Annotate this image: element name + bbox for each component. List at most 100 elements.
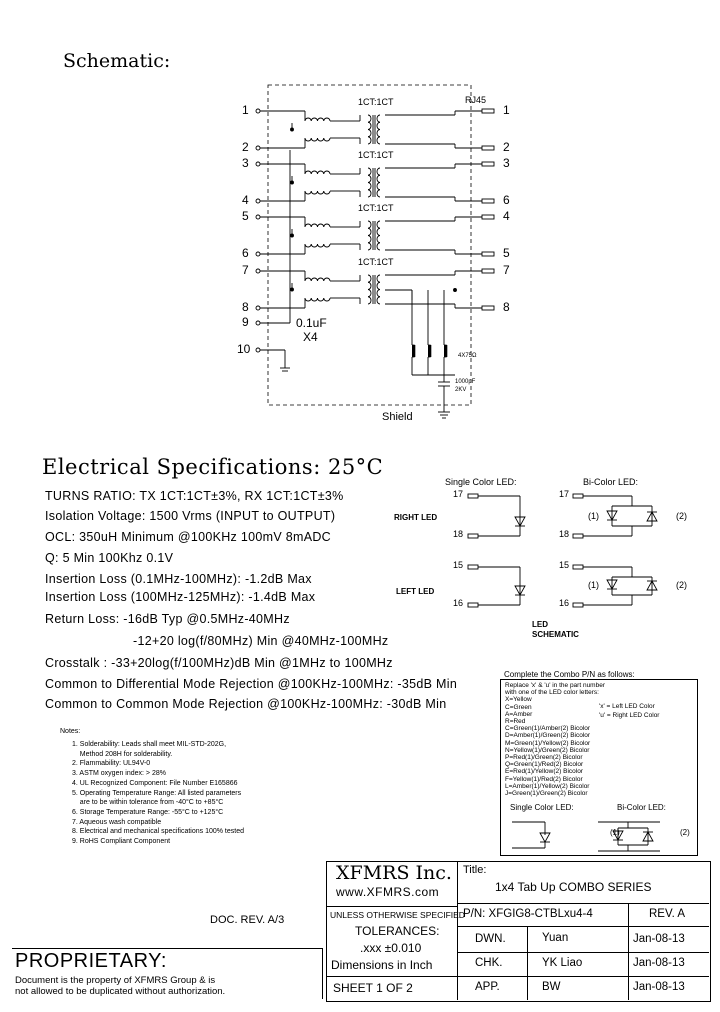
right-led-label: RIGHT LED	[394, 513, 438, 522]
chk-name: YK Liao	[542, 957, 583, 969]
cap-mult: X4	[303, 330, 318, 344]
combo-box	[500, 679, 698, 856]
left-pin-label: 9	[242, 315, 249, 329]
combo-line: Q=Green(1)/Red(2) Bicolor	[505, 761, 584, 769]
spec-line: -12+20 log(f/80MHz) Min @40MHz-100MHz	[133, 634, 389, 648]
led-pin-label: 18	[453, 529, 464, 539]
company-website[interactable]: www.XFMRS.com	[336, 885, 440, 899]
combo-line: D=Amber(1)/Green(2) Bicolor	[505, 732, 591, 740]
dimensions-unit: Dimensions in Inch	[331, 958, 433, 972]
combo-line: A=Amber	[505, 710, 533, 718]
part-number: P/N: XFGIG8-CTBLxu4-4	[463, 908, 593, 920]
spec-line: Q: 5 Min 100Khz 0.1V	[45, 551, 174, 565]
transformer-label: 1CT:1CT	[358, 97, 394, 107]
combo-line: C=Green	[505, 703, 532, 711]
combo-line: with one of the LED color letters:	[505, 689, 599, 697]
dwn-name: Yuan	[542, 932, 569, 944]
combo-line: M=Green(1)/Yellow(2) Bicolor	[505, 739, 591, 747]
left-pin-label: 1	[242, 103, 249, 117]
led-c1: (1)	[588, 580, 599, 590]
left-led-label: LEFT LED	[396, 587, 435, 596]
combo-bi-title: Bi-Color LED:	[617, 803, 666, 812]
right-pin-label: 5	[503, 246, 510, 260]
combo-line: N=Yellow(1)/Green(2) Bicolor	[505, 746, 590, 754]
left-pin-label: 2	[242, 140, 249, 154]
led-pin-label: 15	[559, 560, 570, 570]
company-name: XFMRS Inc.	[336, 862, 452, 884]
schematic-title: Schematic:	[63, 50, 171, 72]
led-pin-label: 18	[559, 529, 570, 539]
combo-c1: (1)	[610, 828, 620, 837]
right-pin-label: 4	[503, 209, 510, 223]
spec-line: TURNS RATIO: TX 1CT:1CT±3%, RX 1CT:1CT±3…	[45, 489, 344, 503]
tolerances-label: TOLERANCES:	[355, 924, 440, 938]
left-pin-label: 5	[242, 209, 249, 223]
left-pin-label: 8	[242, 300, 249, 314]
note-item: 3. ASTM oxygen index: > 28%	[72, 770, 166, 778]
proprietary-line2: not allowed to be duplicated without aut…	[15, 986, 226, 997]
led-c1: (1)	[588, 511, 599, 521]
combo-line: F=Yellow(1)/Red(2) Bicolor	[505, 775, 583, 783]
combo-line: P=Red(1)/Green(2) Bicolor	[505, 754, 583, 761]
led-pin-label: 16	[559, 598, 570, 608]
transformer-label: 1CT:1CT	[358, 150, 394, 160]
note-item: 7. Aqueous wash compatible	[72, 818, 162, 826]
note-item: 1. Solderability: Leads shall meet MIL-S…	[72, 741, 227, 748]
title-label: Title:	[463, 864, 487, 876]
title-value: 1x4 Tab Up COMBO SERIES	[495, 880, 652, 894]
unless-specified: UNLESS OTHERWISE SPECIFIED	[330, 910, 465, 920]
led-c2: (2)	[676, 580, 687, 590]
revision: REV. A	[649, 908, 686, 920]
note-item: 9. RoHS Compliant Component	[72, 838, 171, 845]
right-pin-label: 7	[503, 263, 510, 277]
right-pin-label: 6	[503, 193, 510, 207]
app-name: BW	[542, 981, 561, 993]
shield-label: Shield	[382, 411, 413, 423]
spec-line: Crosstalk : -33+20log(f/100MHz)dB Min @1…	[45, 656, 393, 670]
hv-cap-label: 1000pF	[455, 379, 476, 385]
left-pin-label: 4	[242, 193, 249, 207]
right-pin-label: 3	[503, 156, 510, 170]
note-item: 4. UL Recognized Component: File Number …	[72, 779, 238, 787]
combo-line: R=Red	[505, 718, 526, 725]
hv-cap-voltage: 2KV	[455, 387, 467, 393]
chk-label: CHK.	[475, 957, 503, 969]
combo-line: E=Red(1)/Yellow(2) Bicolor	[505, 768, 583, 776]
combo-c2: (2)	[680, 828, 690, 837]
led-pin-label: 17	[559, 489, 570, 499]
led-schematic-label-2: SCHEMATIC	[532, 630, 579, 639]
doc-rev: DOC. REV. A/3	[210, 914, 285, 926]
led-schematic-label-1: LED	[532, 620, 548, 629]
chk-date: Jan-08-13	[633, 957, 685, 969]
spec-line: Common to Common Mode Rejection @100KHz-…	[45, 697, 447, 711]
note-item: 8. Electrical and mechanical specificati…	[72, 828, 244, 836]
proprietary-line1: Document is the property of XFMRS Group …	[15, 975, 216, 986]
spec-line: Isolation Voltage: 1500 Vrms (INPUT to O…	[45, 509, 336, 523]
proprietary-title: PROPRIETARY:	[15, 950, 167, 972]
combo-line: C=Green(1)/Amber(2) Bicolor	[505, 725, 591, 733]
transformer-label: 1CT:1CT	[358, 203, 394, 213]
notes-title: Notes:	[60, 728, 81, 735]
schematic-drawing	[255, 84, 495, 419]
note-item: 6. Storage Temperature Range: -55°C to +…	[72, 808, 224, 816]
combo-line: X=Yellow	[505, 696, 532, 704]
spec-line: Insertion Loss (100MHz-125MHz): -1.4dB M…	[45, 590, 316, 604]
transformer-label: 1CT:1CT	[358, 257, 394, 267]
bi-led-title: Bi-Color LED:	[583, 477, 639, 487]
combo-line: Replace 'x' & 'u' in the part number	[505, 682, 605, 689]
spec-line: Return Loss: -16dB Typ @0.5MHz-40MHz	[45, 612, 290, 626]
right-pin-label: 8	[503, 300, 510, 314]
spec-line: Common to Differential Mode Rejection @1…	[45, 677, 458, 691]
single-led-title: Single Color LED:	[445, 477, 517, 487]
rj45-label: RJ45	[465, 95, 487, 105]
left-pin-label: 7	[242, 263, 249, 277]
proprietary-box	[12, 948, 323, 999]
x-note: 'x' = Left LED Color	[599, 703, 655, 710]
right-pin-label: 2	[503, 140, 510, 154]
spec-line: OCL: 350uH Minimum @100KHz 100mV 8mADC	[45, 530, 331, 544]
dwn-label: DWN.	[475, 933, 506, 945]
led-pin-label: 15	[453, 560, 464, 570]
right-pin-label: 1	[503, 103, 510, 117]
note-item: 2. Flammability: UL94V-0	[72, 760, 151, 768]
left-pin-label: 6	[242, 246, 249, 260]
